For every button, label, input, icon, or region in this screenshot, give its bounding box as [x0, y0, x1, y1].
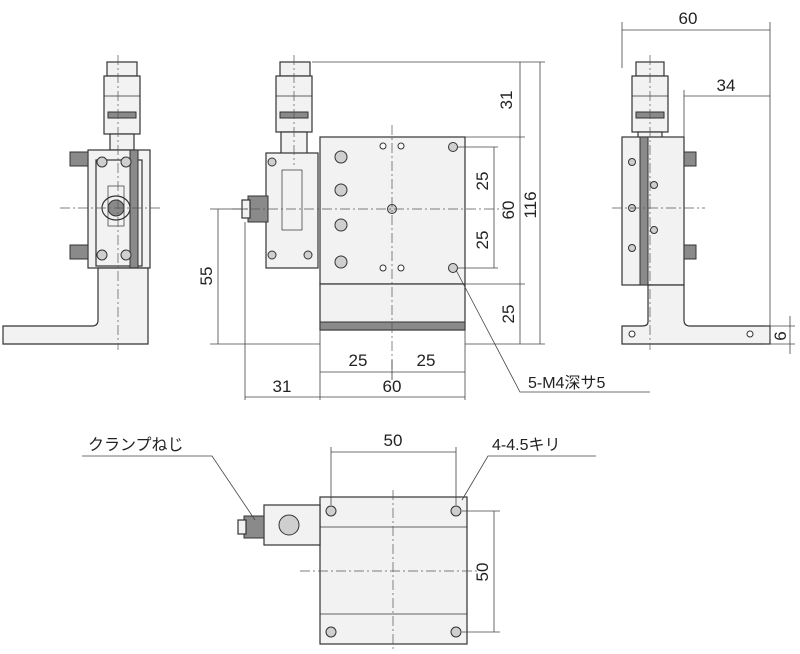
dim-total-height: 116 [521, 191, 540, 218]
dim-pitch-lower: 25 [473, 231, 492, 250]
micrometer-thimble-cap [106, 61, 138, 77]
right-side-view [612, 55, 771, 350]
dim-top-pitch-y: 50 [473, 563, 492, 582]
dim-bottom-width: 60 [383, 377, 402, 396]
dim-left-width: 31 [273, 377, 292, 396]
leader-lines [82, 269, 650, 521]
left-side-view [2, 55, 160, 350]
dim-lower: 25 [499, 305, 518, 324]
micrometer-sleeve [109, 133, 135, 151]
callout-clamp-screw: クランプねじ [88, 436, 184, 454]
front-plate-holes [334, 142, 458, 273]
dim-base-thickness: 6 [771, 331, 790, 340]
dim-top: 31 [497, 91, 516, 110]
front-view [232, 55, 508, 378]
dim-bottom-pitch-right: 25 [417, 351, 436, 370]
micrometer-thimble-cap [279, 61, 311, 77]
side-carriage [265, 152, 319, 269]
stage-top-plate-plan [319, 496, 468, 645]
micrometer-thimble [103, 75, 141, 135]
dim-bottom-pitch-left: 25 [349, 351, 368, 370]
dimension-lines [210, 22, 795, 633]
dimension-labels: 60 34 31 25 25 60 116 25 55 25 25 31 60 … [197, 9, 790, 581]
dim-top-pitch-x: 50 [384, 431, 403, 450]
dim-total-width: 60 [679, 9, 698, 28]
top-view [237, 490, 480, 650]
dim-right-offset: 34 [717, 76, 736, 95]
angle-bracket-side [2, 267, 149, 345]
callout-mounting-holes: 4-4.5キリ [492, 437, 560, 454]
dim-pitch-upper: 25 [473, 172, 492, 191]
clamp-screw-plan [243, 515, 265, 539]
dim-plate: 60 [499, 201, 518, 220]
callout-tapped-holes: 5-M4深サ5 [528, 374, 605, 392]
callout-labels: 5-M4深サ5 クランプねじ 4-4.5キリ [88, 374, 605, 454]
dim-left-height: 55 [197, 267, 216, 286]
